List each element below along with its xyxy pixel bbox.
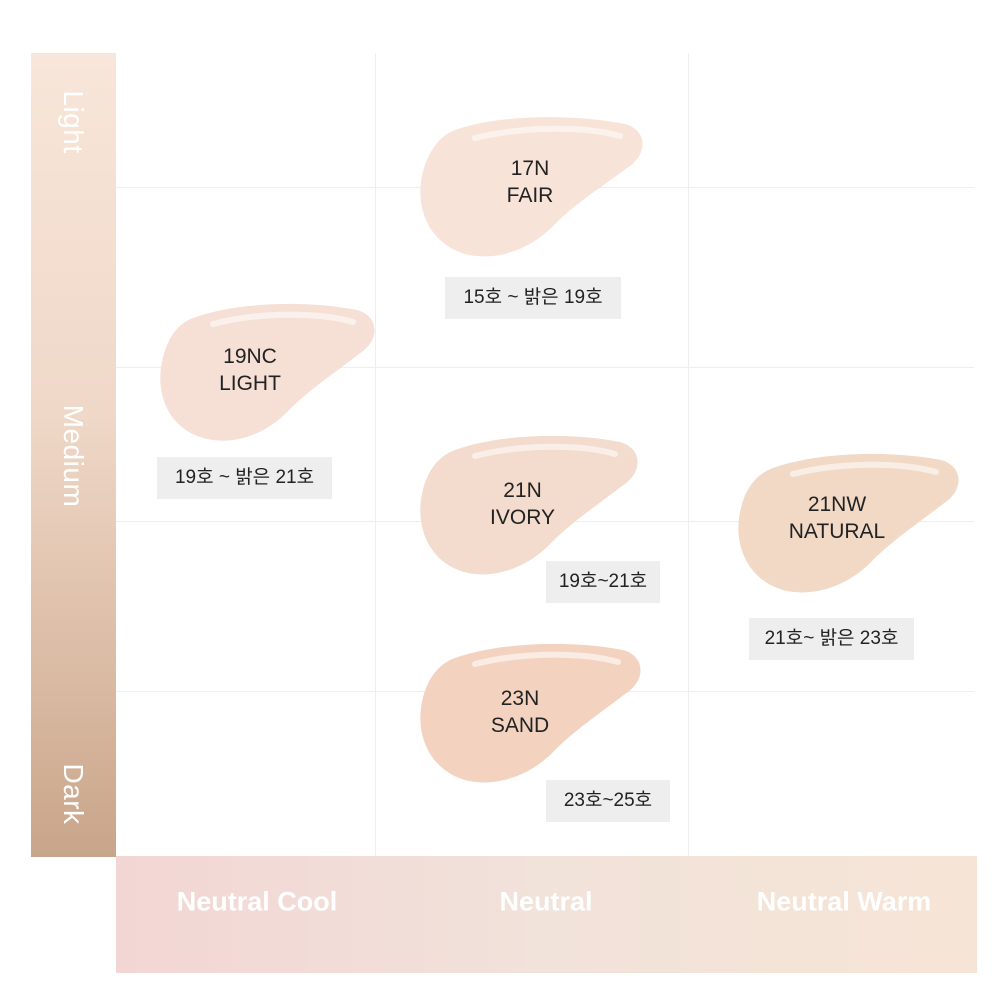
axis-label-medium: Medium <box>58 404 89 508</box>
swatch-name: NATURAL <box>788 520 886 543</box>
swatch-smear-shape <box>738 453 959 593</box>
shade-range-badge: 19호 ~ 밝은 21호 <box>157 457 332 499</box>
swatch-name: SAND <box>490 714 550 737</box>
swatch-code: 21NW <box>807 493 867 516</box>
swatch-code: 17N <box>510 157 550 180</box>
swatch-19nc-light: 19NC LIGHT <box>155 298 377 448</box>
swatch-name: LIGHT <box>219 372 281 395</box>
shade-range-badge: 15호 ~ 밝은 19호 <box>445 277 621 319</box>
swatch-21n-ivory: 21N IVORY <box>415 430 640 582</box>
grid-line <box>688 53 689 856</box>
swatch-smear-shape <box>420 117 643 257</box>
swatch-smear-shape <box>160 303 375 441</box>
swatch-code: 19NC <box>223 345 277 368</box>
shade-range-badge: 21호~ 밝은 23호 <box>749 618 914 660</box>
swatch-23n-sand: 23N SAND <box>415 638 643 790</box>
axis-label-neutral-warm: Neutral Warm <box>756 886 932 917</box>
shade-range-badge: 23호~25호 <box>546 780 670 822</box>
axis-label-light: Light <box>58 90 89 154</box>
axis-label-neutral-cool: Neutral Cool <box>176 886 338 917</box>
grid-line <box>116 367 974 368</box>
swatch-code: 21N <box>503 479 542 502</box>
undertone-axis-bar <box>116 856 977 973</box>
swatch-17n-fair: 17N FAIR <box>415 112 645 264</box>
axis-label-neutral: Neutral <box>499 886 593 917</box>
shade-range-badge: 19호~21호 <box>546 561 660 603</box>
axis-label-dark: Dark <box>58 763 89 825</box>
swatch-smear-shape <box>420 643 641 783</box>
swatch-name: FAIR <box>506 184 554 207</box>
brightness-axis-bar <box>31 53 116 857</box>
swatch-smear-shape <box>420 435 638 575</box>
swatch-code: 23N <box>500 687 540 710</box>
swatch-21nw-natural: 21NW NATURAL <box>733 448 961 600</box>
swatch-name: IVORY <box>490 506 555 529</box>
grid-line <box>375 53 376 856</box>
